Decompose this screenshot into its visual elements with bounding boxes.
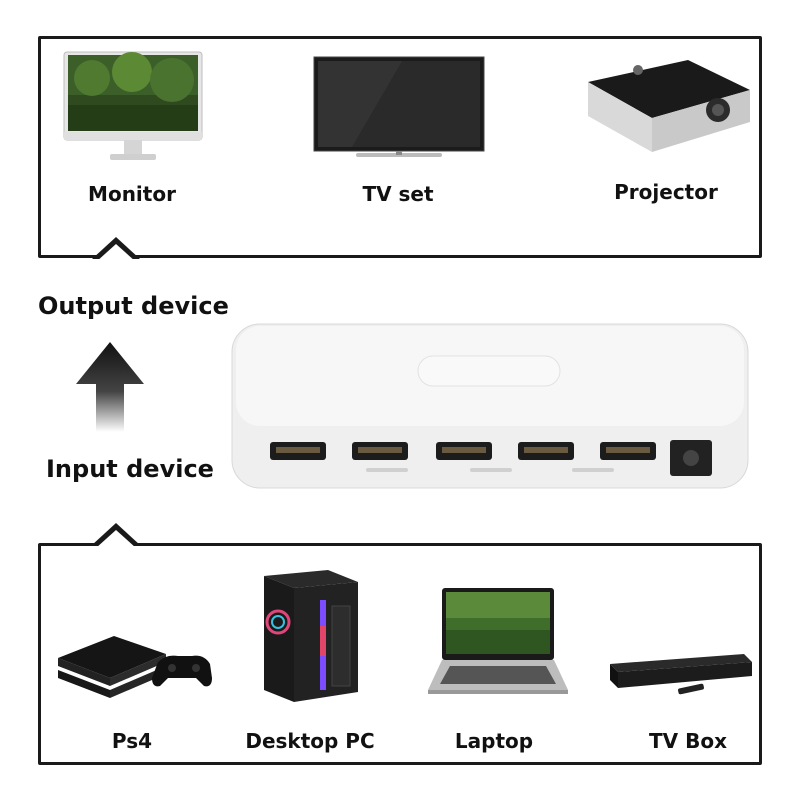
hdmi-switch-icon — [231, 323, 749, 489]
tv-box-label: TV Box — [649, 729, 727, 753]
ps4-label: Ps4 — [111, 729, 153, 753]
laptop-label: Laptop — [454, 729, 534, 753]
desktop-pc-icon — [264, 570, 358, 702]
tv-icon — [313, 56, 485, 157]
tv-label: TV set — [362, 182, 434, 206]
panel-notch-inner — [96, 244, 136, 262]
panel-notch-bottom-inner — [96, 530, 136, 548]
input-device-title: Input device — [46, 455, 214, 483]
arrow-up-icon — [76, 342, 144, 432]
monitor-icon — [63, 51, 203, 160]
desktop-pc-label: Desktop PC — [245, 729, 375, 753]
output-device-title: Output device — [38, 292, 229, 320]
console-icon — [58, 636, 212, 698]
tv-box-icon — [610, 654, 752, 695]
monitor-label: Monitor — [88, 182, 176, 206]
laptop-icon — [428, 588, 568, 694]
projector-label: Projector — [614, 180, 718, 204]
projector-icon — [588, 60, 750, 152]
